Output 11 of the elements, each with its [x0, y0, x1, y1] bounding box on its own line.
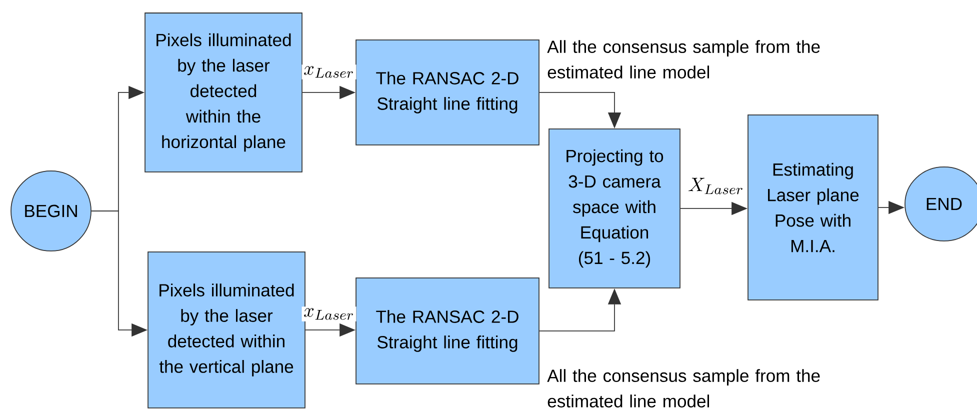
edge-label: All the consensus sample from the estimated line model	[547, 369, 820, 408]
process-box: The RANSAC 2-D Straight line fitting	[356, 40, 540, 146]
process-box: Estimating Laser plane Pose with M.I.A.	[748, 114, 878, 300]
edge-label: $x_{Laser}$	[304, 66, 353, 78]
edge-label: $x_{Laser}$	[304, 308, 353, 320]
process-box: The RANSAC 2-D Straight line fitting	[356, 278, 540, 384]
edge-label: All the consensus sample from the estimated line model	[547, 40, 820, 78]
edge-label: $X_{Laser}$	[688, 178, 742, 194]
process-box: Pixels illuminated by the laser detected within the horizontal plane	[144, 12, 302, 172]
process-box: Projecting to 3-D camera space with Equation (51 - 5.2)	[548, 128, 680, 288]
process-box: Pixels illuminated by the laser detected within the vertical plane	[148, 252, 306, 408]
